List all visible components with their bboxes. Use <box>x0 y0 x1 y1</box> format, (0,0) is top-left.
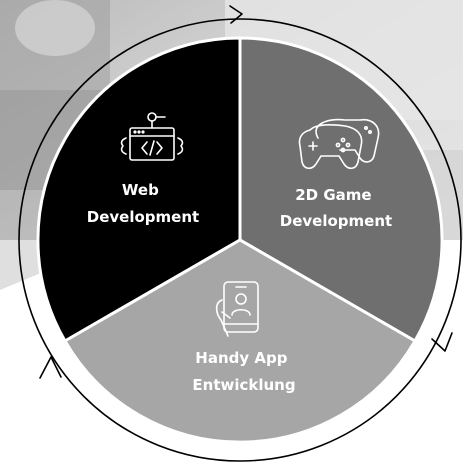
segment-game-label-line-2: Development <box>280 212 392 230</box>
cycle-ring <box>18 18 462 462</box>
segment-app[interactable] <box>62 238 418 444</box>
smartphone-profile-icon <box>215 281 259 337</box>
cycle-arrow-icon <box>39 5 453 379</box>
segment-web-label: Web Development <box>87 181 199 226</box>
segment-game-label: 2D Game Development <box>280 186 392 230</box>
segment-app-label: Handy App Entwicklung <box>192 349 295 394</box>
segment-app-label-line-1: Handy App <box>195 349 287 367</box>
segment-web[interactable] <box>36 36 242 344</box>
segment-game-label-line-1: 2D Game <box>295 186 371 204</box>
segment-web-label-line-2: Development <box>87 208 199 226</box>
code-window-icon <box>120 112 184 161</box>
pie-chart <box>36 36 444 444</box>
segment-game[interactable] <box>238 36 444 344</box>
segment-app-label-line-2: Entwicklung <box>192 376 295 394</box>
gamepad-icon <box>298 118 380 170</box>
segment-web-label-line-1: Web <box>122 181 159 199</box>
